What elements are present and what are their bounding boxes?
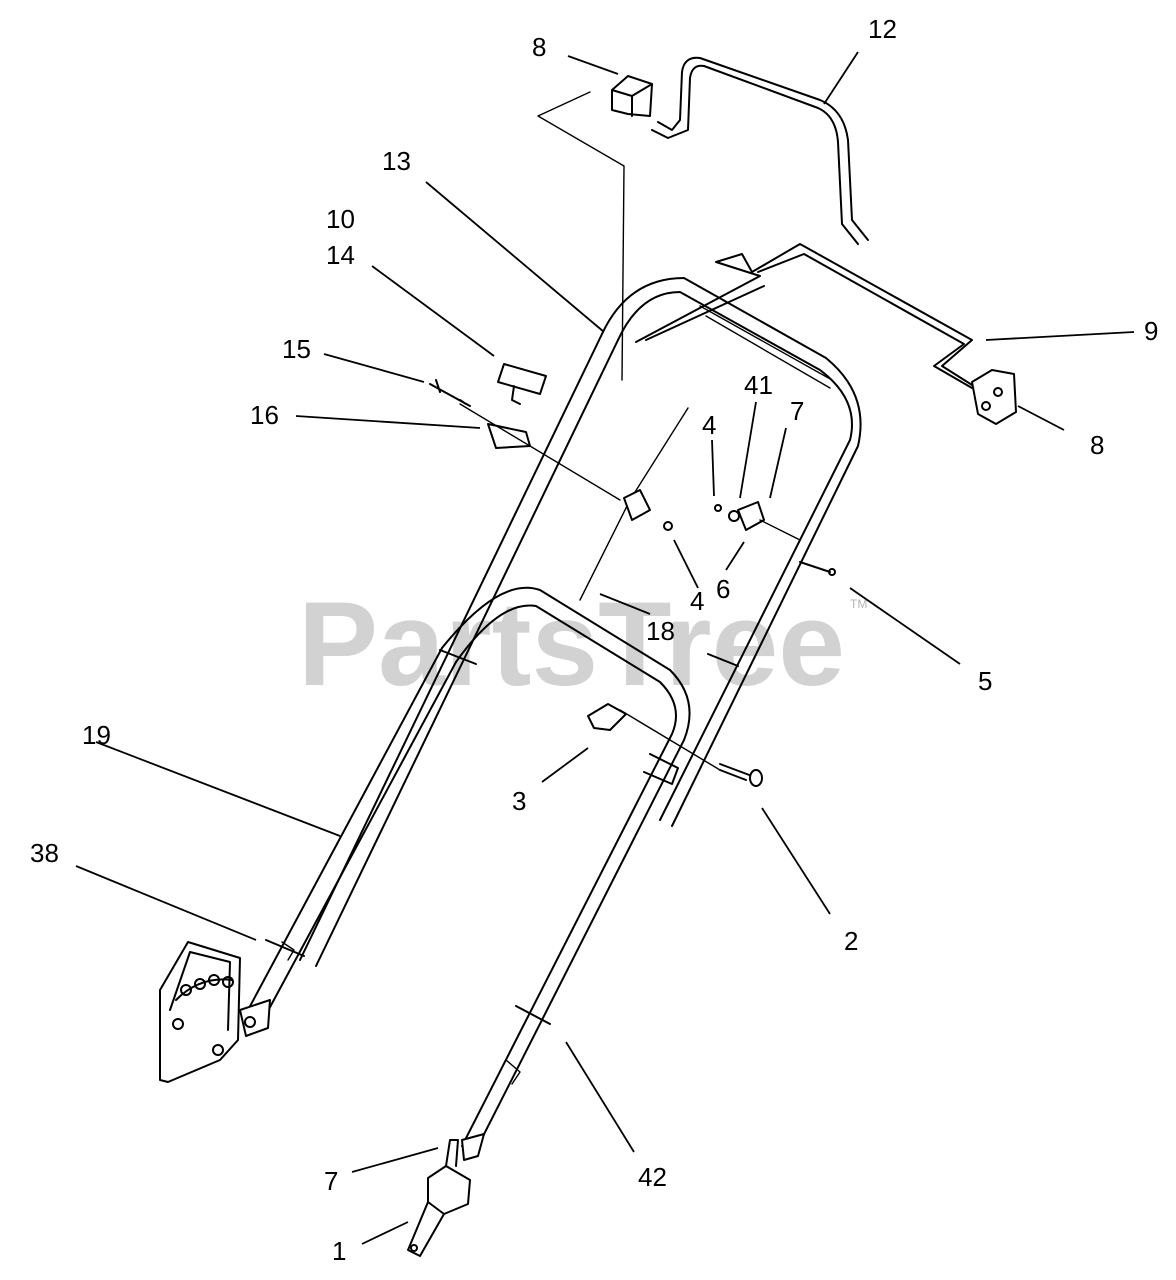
callout-2: 2 [844, 926, 858, 956]
callout-5: 5 [978, 666, 992, 696]
callout-7-upper: 7 [790, 396, 804, 426]
part-8-bracket-right[interactable] [971, 369, 1017, 425]
part-18-cable[interactable] [579, 407, 689, 601]
callout-16: 16 [250, 400, 279, 430]
part-12-control-bail[interactable] [651, 56, 869, 245]
callout-4-lower: 4 [690, 586, 704, 616]
callout-19: 19 [82, 720, 111, 750]
part-19-lower-handle[interactable] [239, 586, 691, 1161]
part-5-bolt[interactable] [799, 561, 836, 576]
part-3-clamp[interactable] [587, 703, 627, 731]
callout-18: 18 [646, 616, 675, 646]
callout-3: 3 [512, 786, 526, 816]
callout-42: 42 [638, 1162, 667, 1192]
callout-14: 14 [326, 240, 355, 270]
assembly-axes [459, 91, 801, 771]
callout-10: 10 [326, 204, 355, 234]
callout-38: 38 [30, 838, 59, 868]
part-13-upper-handle[interactable] [299, 277, 862, 967]
callout-13: 13 [382, 146, 411, 176]
part-9-bail-rod[interactable] [635, 243, 981, 391]
callout-12: 12 [868, 14, 897, 44]
part-2-bolt[interactable] [719, 763, 763, 787]
callout-labels: 8 12 13 10 14 15 16 9 8 41 4 7 6 4 18 5 … [30, 14, 1158, 1266]
watermark-text: PartsTree [298, 577, 845, 711]
callout-4-upper: 4 [702, 410, 716, 440]
part-1-handle-latch[interactable] [407, 1139, 471, 1257]
callout-7-lower: 7 [324, 1166, 338, 1196]
part-8-bracket-upper[interactable] [611, 75, 653, 117]
callout-1: 1 [332, 1236, 346, 1266]
part-38-deck-bracket[interactable] [159, 941, 241, 1083]
leader-lines [75, 51, 1135, 1245]
callout-9: 9 [1144, 316, 1158, 346]
callout-8-top: 8 [532, 32, 546, 62]
callout-41: 41 [744, 370, 773, 400]
callout-8-right: 8 [1090, 430, 1104, 460]
part-16-spacer[interactable] [487, 423, 531, 449]
callout-15: 15 [282, 334, 311, 364]
part-15-bolt[interactable] [429, 379, 471, 407]
part-14-knob[interactable] [497, 363, 547, 405]
handle-ferrules [265, 649, 739, 1085]
watermark-trademark: TM [850, 597, 867, 611]
part-41-cable-clamp[interactable] [714, 501, 765, 531]
callout-6: 6 [716, 574, 730, 604]
